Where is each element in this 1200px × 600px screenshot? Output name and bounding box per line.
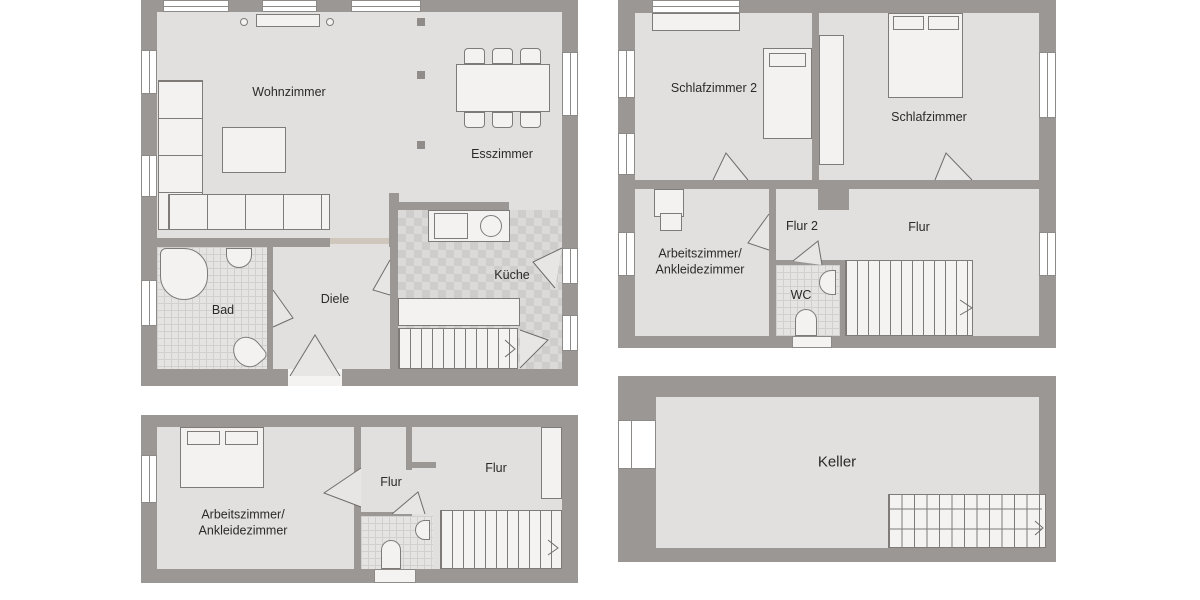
window [618, 232, 635, 276]
room-label-arbeitszimmer: Arbeitszimmer/ Ankleidezimmer [199, 507, 288, 538]
room-label-line: Arbeitszimmer/ [201, 507, 285, 522]
diele-kueche-wall [390, 245, 398, 369]
pillow [928, 16, 959, 30]
room-label-diele: Diele [320, 292, 350, 307]
window [141, 155, 157, 197]
room-label-schlafzimmer-2: Schlafzimmer 2 [670, 81, 758, 96]
door-swing [712, 152, 973, 316]
flur-partition [406, 462, 436, 468]
wardrobe [819, 35, 844, 165]
window [163, 0, 229, 12]
bad-wall [157, 238, 330, 247]
room-label-line: Arbeitszimmer/ [658, 246, 742, 261]
pillow [187, 431, 220, 445]
room-label-bad: Bad [211, 303, 235, 318]
sink-icon [480, 215, 502, 237]
flur-partition [406, 427, 412, 462]
room-label-flur: Flur [908, 220, 930, 235]
window [562, 52, 578, 116]
light-well [618, 420, 656, 469]
chair [520, 48, 541, 64]
wc-window [792, 336, 832, 348]
door-swing [272, 247, 563, 377]
wardrobe [541, 427, 562, 499]
chair [492, 48, 513, 64]
staircase [440, 510, 562, 569]
room-label-line: Ankleidezimmer [655, 262, 745, 276]
window [618, 50, 635, 98]
room-label-keller: Keller [817, 453, 857, 471]
chair [464, 112, 485, 128]
room-label-kueche: Küche [494, 268, 530, 283]
diele-floor [273, 247, 390, 369]
pillow [769, 53, 806, 67]
threshold [330, 238, 389, 244]
washbasin [226, 248, 252, 268]
chair [492, 112, 513, 128]
window [562, 315, 578, 351]
room-label-arbeitszimmer: Arbeitszimmer/ Ankleidezimmer [656, 246, 745, 277]
chair [464, 48, 485, 64]
room-label-wohnzimmer: Wohnzimmer [252, 85, 326, 100]
speaker [326, 18, 334, 26]
room-label-flur-2: Flur 2 [786, 219, 818, 234]
room-label-schlafzimmer: Schlafzimmer [891, 110, 967, 125]
door-swing [322, 467, 559, 556]
window [141, 280, 157, 326]
room-label-line: Ankleidezimmer [198, 523, 288, 537]
window [652, 0, 740, 13]
pillow [225, 431, 258, 445]
window [1039, 232, 1056, 276]
room-label-flur: Flur [380, 475, 402, 490]
kitchen-partition-wall [389, 202, 509, 210]
sofa [168, 194, 330, 230]
dresser [652, 13, 740, 31]
window [351, 0, 421, 12]
wc-window [374, 569, 416, 583]
washbasin [819, 270, 836, 295]
chair [520, 112, 541, 128]
column [417, 18, 425, 26]
window [562, 248, 578, 284]
room-label-wc: WC [790, 288, 812, 303]
bathtub [160, 248, 208, 300]
tv-unit [256, 14, 320, 27]
window [262, 0, 317, 12]
column [417, 141, 425, 149]
coffee-table [222, 127, 286, 173]
kitchen-island [398, 298, 520, 326]
kitchen-partition-wall [389, 193, 399, 245]
toilet [381, 540, 401, 569]
cooktop-icon [434, 213, 468, 239]
window [618, 133, 635, 175]
dining-table [456, 64, 550, 112]
toilet [795, 309, 817, 336]
staircase [888, 494, 1046, 548]
window [141, 455, 157, 503]
column [417, 71, 425, 79]
washbasin [415, 520, 430, 540]
window [1039, 52, 1056, 118]
staircase [845, 260, 973, 336]
room-label-flur: Flur [485, 461, 507, 476]
staircase [398, 328, 518, 369]
speaker [240, 18, 248, 26]
window [141, 50, 157, 94]
desk-chair [660, 213, 682, 231]
desk [654, 189, 684, 217]
room-label-esszimmer: Esszimmer [471, 147, 533, 162]
bad-diele-wall [267, 247, 273, 369]
pillow [893, 16, 924, 30]
